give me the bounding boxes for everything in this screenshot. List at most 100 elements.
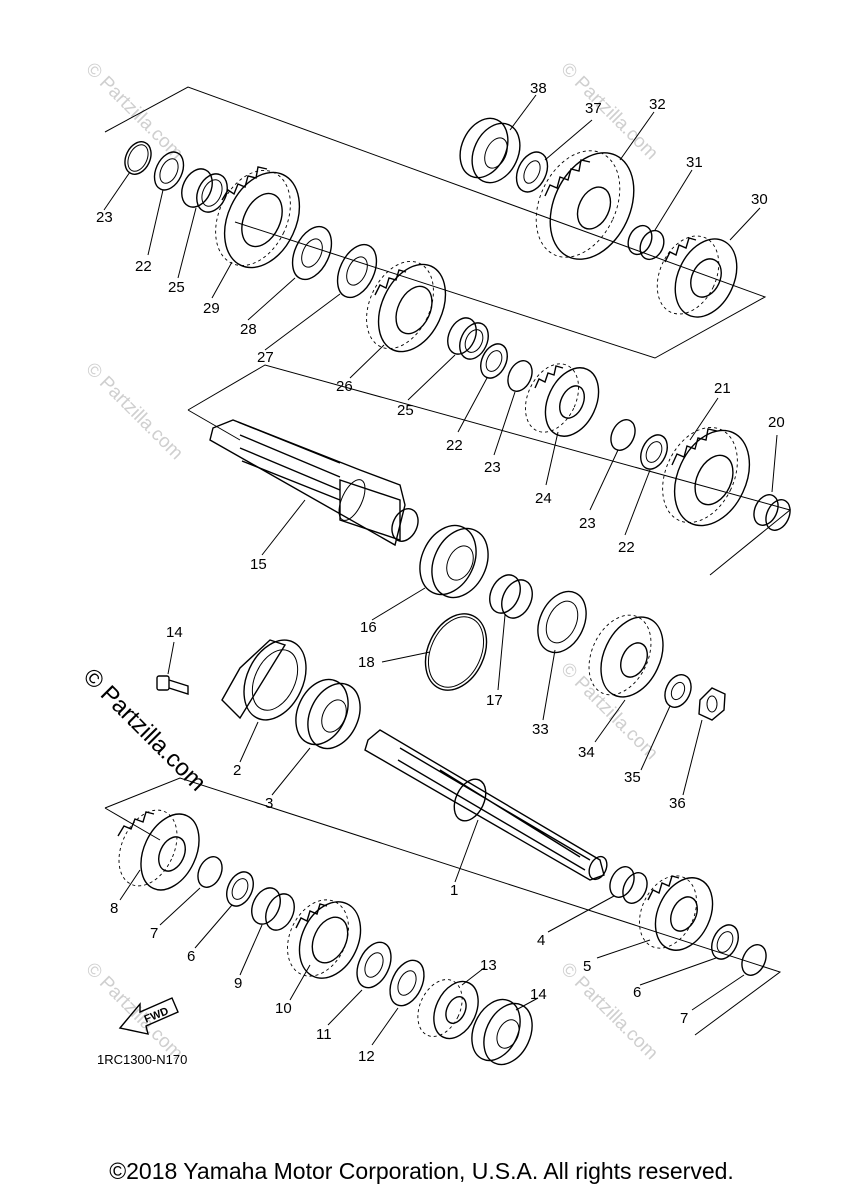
watermark-main: © Partzilla.com [78,663,211,796]
part-23-circlip-b [507,360,533,392]
part-34-sprocket [588,614,664,698]
part-15-bolt [156,675,189,695]
callout-15: 14 [166,624,183,641]
lower-group-outline [104,777,782,1036]
part-36-nut [698,687,726,721]
leader-lines [103,94,778,1046]
callout-17: 16 [360,619,377,636]
callout-25: 25 [168,279,185,296]
upper-group-outline [104,86,767,359]
part-1-main-axle [364,729,608,881]
callout-37: 37 [585,100,602,117]
part-12-lockwasher [389,959,425,1007]
watermark: © Partzilla.com [81,359,186,464]
callout-16: 15 [250,556,267,573]
part-35-washer [664,674,692,708]
callout-26: 26 [336,378,353,395]
callout-38: 38 [530,80,547,97]
part-26-gear [366,260,447,353]
watermark: © Partzilla.com [556,59,661,164]
part-32-gear [535,150,635,260]
callout-6: 6 [187,948,195,965]
callout-31: 31 [686,154,703,171]
callout-6b: 6 [633,984,641,1001]
callout-28: 28 [240,321,257,338]
part-33-washer [537,590,587,654]
watermark: © Partzilla.com [556,959,661,1064]
part-37-washer [515,151,549,193]
part-5-gear [639,875,714,951]
callout-5: 5 [583,958,591,975]
part-6-washer [226,871,254,907]
callout-8: 8 [110,900,118,917]
part-16-shaft [209,419,419,547]
part-19-oring [424,613,488,691]
callout-27: 27 [257,349,274,366]
callout-23: 23 [96,209,113,226]
callout-20: 20 [768,414,785,431]
part-11-lockwasher [356,941,392,989]
part-22-washer [153,151,185,191]
part-22-washer-b [480,343,508,379]
part-14-bearing [471,998,533,1066]
part-3-bearing [295,678,361,750]
callout-14: 14 [530,986,547,1003]
callout-32: 32 [649,96,666,113]
callout-34: 34 [578,744,595,761]
watermark-group: © Partzilla.com © Partzilla.com © Partzi… [78,59,662,1064]
part-24-gear [525,363,600,437]
callout-18: 17 [486,692,503,709]
callout-22b: 22 [446,437,463,454]
part-10-gear [287,899,362,979]
part-27-lockwasher [336,243,378,299]
middle-group-outline [187,364,792,576]
callout-29: 29 [203,300,220,317]
part-20-collar [753,494,791,531]
part-17-bearing [419,524,489,599]
watermark: © Partzilla.com [556,659,661,764]
part-4-collar [609,866,648,904]
part-7-circlip [197,856,223,888]
callout-7: 7 [150,925,158,942]
callout-10: 10 [275,1000,292,1017]
part-28-lockwasher [291,225,333,281]
part-13-gear [417,979,479,1040]
copyright-notice: ©2018 Yamaha Motor Corporation, U.S.A. A… [109,1158,734,1184]
part-25-bearing [181,168,228,213]
callout-labels: 38 37 32 31 30 23 22 25 29 28 27 26 25 2… [96,80,785,1065]
part-8-gear [117,809,200,891]
part-18-collar [489,574,533,619]
part-21-gear [662,427,751,527]
callout-30: 30 [751,191,768,208]
drawing-code: 1RC1300-N170 [97,1052,187,1067]
callout-1: 1 [450,882,458,899]
callout-11: 11 [316,1026,332,1043]
callout-9: 9 [234,975,242,992]
callout-19: 18 [358,654,375,671]
part-6-washer-b [711,924,739,960]
callout-21: 21 [714,380,731,397]
callout-4: 4 [537,932,545,949]
part-38-bearing [459,117,521,184]
part-23-circlip [124,141,152,175]
callout-12: 12 [358,1048,375,1065]
callout-35: 35 [624,769,641,786]
part-30-gear [656,235,738,318]
part-2-housing [221,639,307,721]
part-31-collar [627,224,665,261]
callout-2: 2 [233,762,241,779]
part-23-circlip-c [610,419,636,451]
part-9-bearing [251,887,295,931]
callout-23b: 23 [484,459,501,476]
part-29-gear [215,166,301,269]
callout-3: 3 [265,795,273,812]
callout-24: 24 [535,490,552,507]
callout-7b: 7 [680,1010,688,1027]
callout-22: 22 [135,258,152,275]
part-22-washer-c [640,434,668,470]
part-25-bearing-b [447,317,489,360]
callout-33: 33 [532,721,549,738]
callout-13: 13 [480,957,497,974]
callout-36: 36 [669,795,686,812]
